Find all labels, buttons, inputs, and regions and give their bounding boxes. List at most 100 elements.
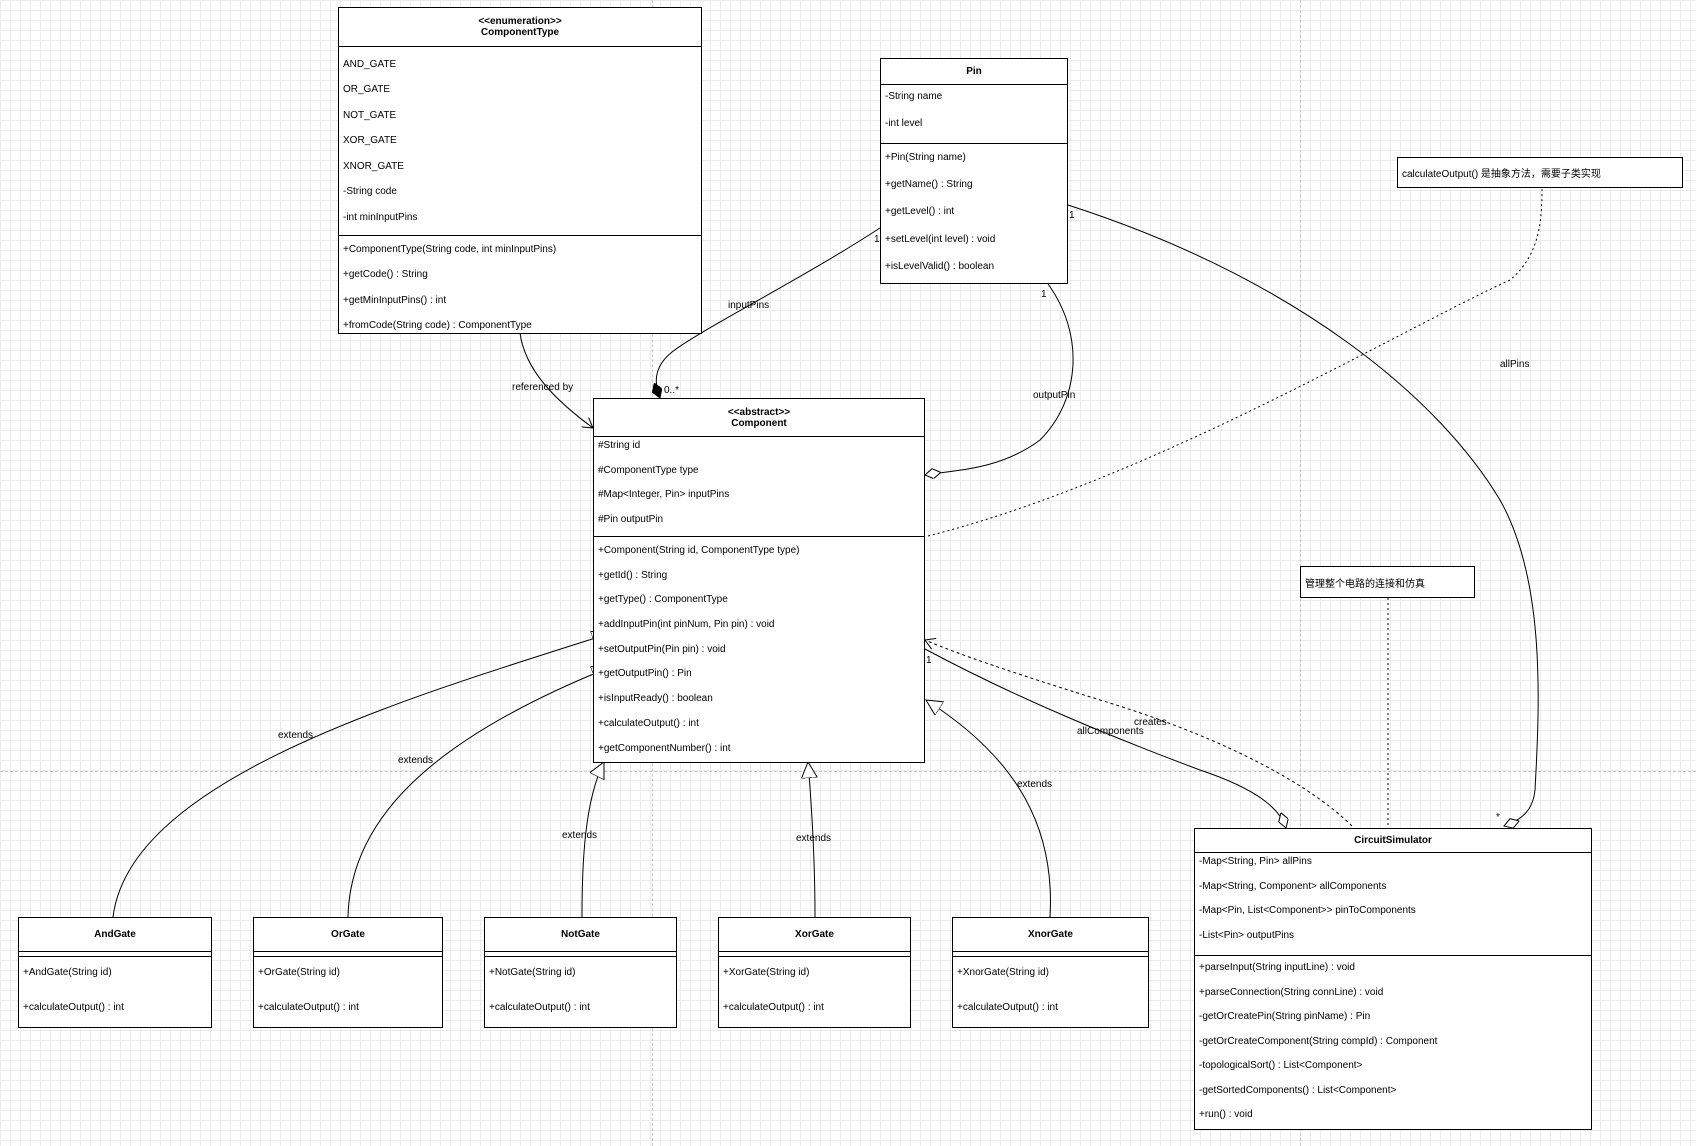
edge-note-abstract [927,187,1543,537]
method: +calculateOutput() : int [258,1002,359,1013]
edge-output-pin [925,283,1074,475]
method: +calculateOutput() : int [23,1002,124,1013]
method: +calculateOutput() : int [598,718,699,729]
label-all-components: allComponents [1077,726,1144,737]
methods-section: +XnorGate(String id) +calculateOutput() … [953,957,1148,1027]
methods-section: +XorGate(String id) +calculateOutput() :… [719,957,910,1027]
method: +XnorGate(String id) [957,967,1049,978]
attribute: -String name [885,91,943,102]
method: +setOutputPin(Pin pin) : void [598,644,726,655]
method: +getComponentNumber() : int [598,743,731,754]
class-stereotype: <<enumeration>> [478,16,562,27]
method: +getLevel() : int [885,206,955,217]
label-extends-and: extends [278,730,314,741]
edge-all-pins [1067,204,1539,826]
methods-section: +AndGate(String id) +calculateOutput() :… [19,957,211,1027]
class-header: AndGate [19,918,211,952]
class-header: <<abstract>> Component [594,399,924,437]
class-name: Component [731,417,787,429]
attribute: #ComponentType type [598,465,699,476]
methods-section: +parseInput(String inputLine) : void +pa… [1195,956,1591,1129]
attributes-section: AND_GATE OR_GATE NOT_GATE XOR_GATE XNOR_… [339,47,701,236]
label-extends-not: extends [562,830,598,841]
note-simulator[interactable]: 管理整个电路的连接和仿真 [1300,566,1475,598]
attribute: #Pin outputPin [598,514,664,525]
attributes-section [254,952,442,957]
label-input-pins: inputPins [728,300,770,311]
method: +setLevel(int level) : void [885,234,996,245]
edge-extends-xor [808,762,815,918]
label-input-pins-mult-comp: 0..* [664,385,680,396]
method: +ComponentType(String code, int minInput… [343,244,557,255]
edge-extends-or [347,668,608,918]
edge-input-pins [656,227,881,398]
method: +isLevelValid() : boolean [885,261,995,272]
method: +calculateOutput() : int [723,1002,824,1013]
class-header: OrGate [254,918,442,952]
label-extends-or: extends [398,755,434,766]
methods-section: +ComponentType(String code, int minInput… [339,236,701,333]
class-component[interactable]: <<abstract>> Component #String id #Compo… [593,398,925,763]
class-name: NotGate [561,929,600,940]
method: +AndGate(String id) [23,967,112,978]
label-all-pins: allPins [1500,359,1530,370]
attribute: -int level [885,118,923,129]
attributes-section [485,952,676,957]
attribute: XNOR_GATE [343,161,404,172]
methods-section: +OrGate(String id) +calculateOutput() : … [254,957,442,1027]
class-stereotype: <<abstract>> [727,406,791,418]
edge-creates [925,640,1353,827]
edge-extends-and [112,634,608,918]
method: +fromCode(String code) : ComponentType [343,320,532,331]
method: +XorGate(String id) [723,967,810,978]
attribute: XOR_GATE [343,135,397,146]
class-name: ComponentType [480,27,560,38]
attributes-section: #String id #ComponentType type #Map<Inte… [594,437,924,537]
class-name: CircuitSimulator [1354,835,1432,846]
method: -topologicalSort() : List<Component> [1199,1060,1363,1071]
edge-extends-not [581,762,604,918]
method: +addInputPin(int pinNum, Pin pin) : void [598,619,775,630]
class-name: OrGate [331,929,365,940]
edge-referenced-by [519,332,593,428]
class-notgate[interactable]: NotGate +NotGate(String id) +calculateOu… [484,917,677,1028]
class-andgate[interactable]: AndGate +AndGate(String id) +calculateOu… [18,917,212,1028]
class-xorgate[interactable]: XorGate +XorGate(String id) +calculateOu… [718,917,911,1028]
label-extends-xnor: extends [1017,779,1053,790]
label-output-pin: outputPin [1033,390,1076,401]
method: +parseInput(String inputLine) : void [1199,962,1355,973]
class-name: Pin [966,66,982,77]
class-header: XorGate [719,918,910,952]
label-all-pins-mult-pin: 1 [1069,210,1075,221]
edge-all-components [924,648,1286,828]
label-input-pins-mult-pin: 1 [874,234,880,245]
attributes-section: -Map<String, Pin> allPins -Map<String, C… [1195,853,1591,956]
methods-section: +Pin(String name) +getName() : String +g… [881,144,1067,283]
class-circuitsimulator[interactable]: CircuitSimulator -Map<String, Pin> allPi… [1194,828,1592,1130]
attributes-section [953,952,1148,957]
attributes-section: -String name -int level [881,85,1067,144]
class-orgate[interactable]: OrGate +OrGate(String id) +calculateOutp… [253,917,443,1028]
class-header: <<enumeration>> ComponentType [339,8,701,47]
method: +getMinInputPins() : int [343,295,447,306]
class-xnorgate[interactable]: XnorGate +XnorGate(String id) +calculate… [952,917,1149,1028]
method: +run() : void [1199,1109,1253,1120]
methods-section: +Component(String id, ComponentType type… [594,537,924,762]
method: +getId() : String [598,570,668,581]
method: -getOrCreateComponent(String compId) : C… [1199,1036,1438,1047]
method: +NotGate(String id) [489,967,576,978]
class-componenttype[interactable]: <<enumeration>> ComponentType AND_GATE O… [338,7,702,334]
page-break-horizontal [0,771,1696,772]
method: +parseConnection(String connLine) : void [1199,987,1384,998]
label-extends-xor: extends [796,833,832,844]
note-abstract-method[interactable]: calculateOutput() 是抽象方法，需要子类实现 [1397,157,1683,188]
attribute: AND_GATE [343,59,397,70]
method: +getCode() : String [343,269,428,280]
class-header: Pin [881,59,1067,85]
class-header: NotGate [485,918,676,952]
method: +calculateOutput() : int [489,1002,590,1013]
class-pin[interactable]: Pin -String name -int level +Pin(String … [880,58,1068,284]
attribute: -Map<String, Pin> allPins [1199,856,1312,867]
method: +getType() : ComponentType [598,594,728,605]
